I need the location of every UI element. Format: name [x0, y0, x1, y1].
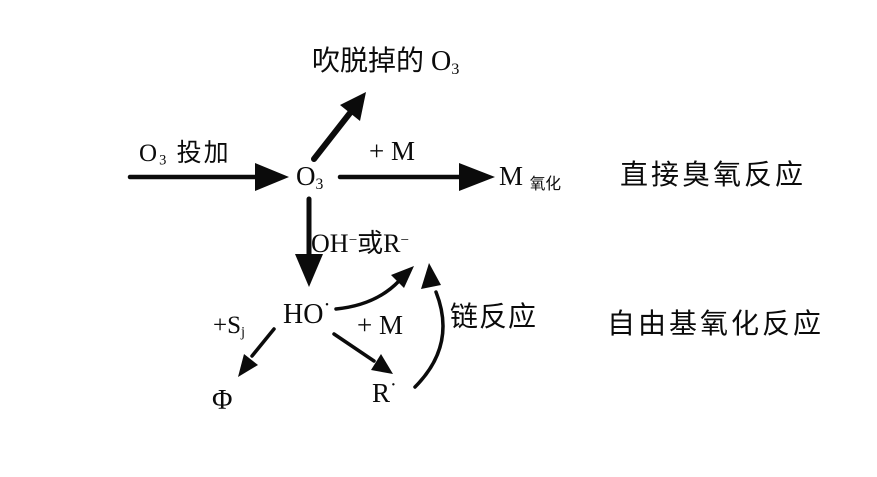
- node-o3: O3: [296, 161, 324, 193]
- label-plus-m-top: + M: [369, 136, 415, 166]
- arrow-ho-to-r-head: [371, 354, 393, 374]
- m-oxidized-sub: 氧化: [529, 175, 562, 193]
- plus-sj-base: +S: [213, 312, 242, 339]
- ho-radical-base: HO: [283, 299, 324, 330]
- o3-node-formula-sub: 3: [315, 175, 324, 193]
- initiator-sup2: −: [400, 232, 409, 249]
- plus-sj-sub: j: [241, 324, 246, 341]
- ho-radical-dot: ·: [323, 292, 331, 317]
- o3-dose-formula-sub: 3: [159, 152, 169, 169]
- arrow-ho-to-phi-head: [238, 354, 258, 377]
- initiator-sup1: −: [348, 232, 358, 249]
- initiator-base1: OH: [311, 229, 349, 258]
- label-plus-m-bottom: + M: [357, 310, 403, 340]
- arrow-chain-ho-curve: [334, 279, 401, 311]
- label-radical-oxidation-reaction: 自由基氧化反应: [607, 309, 825, 340]
- stripped-o3-formula-sub: 3: [451, 60, 460, 79]
- stripped-o3-text: 吹脱掉的: [312, 46, 432, 77]
- node-m-oxidized: M 氧化: [499, 161, 562, 193]
- arrow-chain-r-curve: [413, 290, 445, 389]
- o3-node-formula: O: [296, 161, 316, 191]
- initiator-base2: 或R: [357, 229, 401, 258]
- arrow-o3-dose-head: [255, 163, 289, 191]
- label-direct-reaction: 直接臭氧反应: [620, 160, 807, 191]
- label-initiator: OH−或R−: [311, 230, 409, 257]
- r-radical-dot: ·: [390, 373, 397, 396]
- label-stripped-o3: 吹脱掉的 O3: [312, 46, 460, 79]
- arrow-stripped-o3-head: [340, 92, 366, 121]
- label-o3-dose: O3 投加: [139, 140, 231, 169]
- arrow-chain-r-head: [421, 263, 441, 289]
- node-ho-radical: HO·: [283, 294, 330, 330]
- label-chain-reaction: 链反应: [450, 302, 538, 333]
- m-oxidized-base: M: [499, 161, 524, 191]
- node-r-radical: R·: [372, 375, 397, 408]
- arrow-ho-to-r-line: [332, 332, 376, 363]
- arrow-chain-ho-head: [391, 266, 414, 288]
- o3-dose-text: 投加: [168, 140, 231, 167]
- arrow-decompose-head: [295, 254, 323, 287]
- o3-dose-formula: O: [139, 140, 160, 167]
- arrow-direct-head: [459, 163, 495, 191]
- label-plus-sj: +Sj: [213, 312, 246, 341]
- node-phi: Φ: [212, 385, 233, 416]
- r-radical-base: R: [372, 378, 391, 408]
- arrow-ho-to-phi-line: [250, 327, 276, 358]
- stripped-o3-formula: O: [431, 46, 452, 77]
- arrow-stripped-o3-line: [311, 110, 353, 162]
